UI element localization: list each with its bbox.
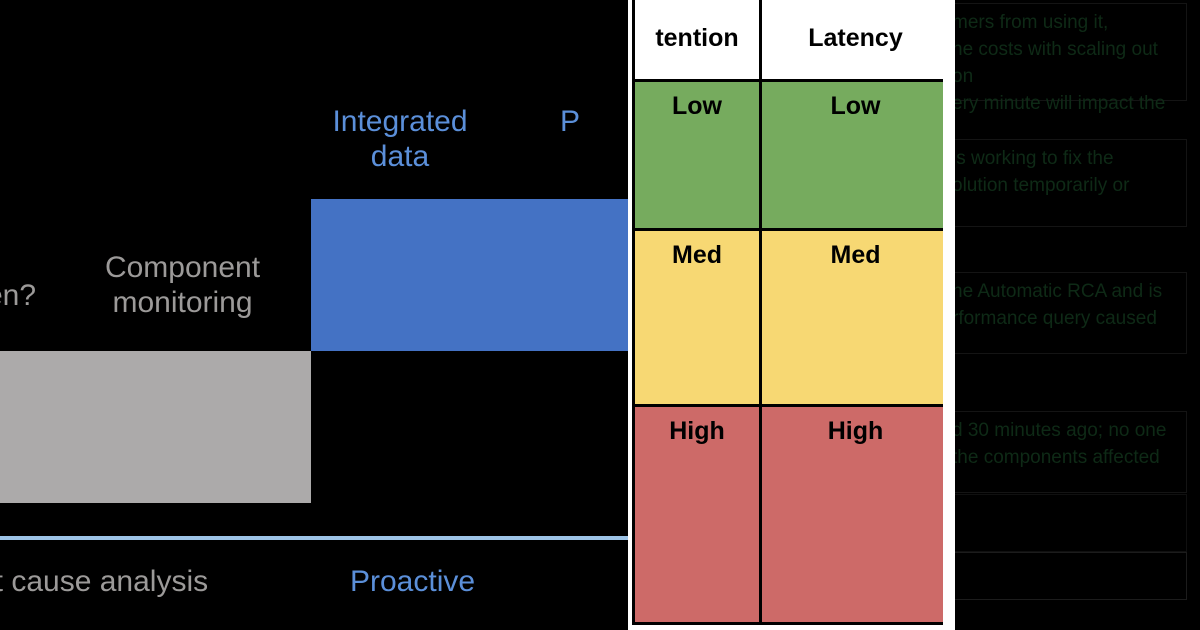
label-question-fragment: en? [0,279,37,312]
label-root-cause-analysis: ot cause analysis [0,565,209,598]
note-box: he Automatic RCA and is rformance query … [955,272,1187,354]
note-text: is working to fix the olution temporaril… [955,148,1130,196]
table-row: Low Low [632,79,952,231]
note-box: d 30 minutes ago; no one the components … [955,411,1187,493]
cell-latency-low: Low [759,79,952,231]
cell-tention-low: Low [632,79,762,231]
horizontal-divider-rule [0,536,628,540]
comparison-table-panel: tention Latency Low Low Med Med High Hig… [628,0,955,630]
cell-latency-med: Med [759,228,952,407]
table-header: tention Latency [632,0,952,82]
column-header-latency: Latency [759,0,952,82]
cell-latency-high: High [759,404,952,625]
note-box [955,494,1187,552]
label-proactive-top-cutoff: P [560,105,581,138]
note-text: d 30 minutes ago; no one the components … [955,420,1167,468]
note-text: mers from using it, he costs with scalin… [955,12,1166,114]
table-header-row: tention Latency [632,0,952,82]
cell-tention-med: Med [632,228,762,407]
cell-tention-high: High [632,404,762,625]
notes-panel: mers from using it, he costs with scalin… [955,0,1200,630]
table-panel-right-margin [943,0,955,630]
label-component-monitoring: Component monitoring [104,251,261,320]
levels-table: tention Latency Low Low Med Med High Hig… [632,0,952,625]
column-header-tention: tention [632,0,762,82]
table-row: High High [632,404,952,625]
integrated-data-bar [311,199,628,351]
note-text: he Automatic RCA and is rformance query … [955,281,1163,329]
note-box: mers from using it, he costs with scalin… [955,3,1187,114]
component-monitoring-bar [0,351,311,503]
table-body: Low Low Med Med High High [632,79,952,625]
note-box [955,552,1187,600]
table-row: Med Med [632,228,952,407]
note-box: is working to fix the olution temporaril… [955,139,1187,227]
slide-panel: Integrated data P Component monitoring e… [0,105,628,598]
label-proactive: Proactive [350,565,476,598]
label-integrated-data: Integrated data [332,105,468,174]
